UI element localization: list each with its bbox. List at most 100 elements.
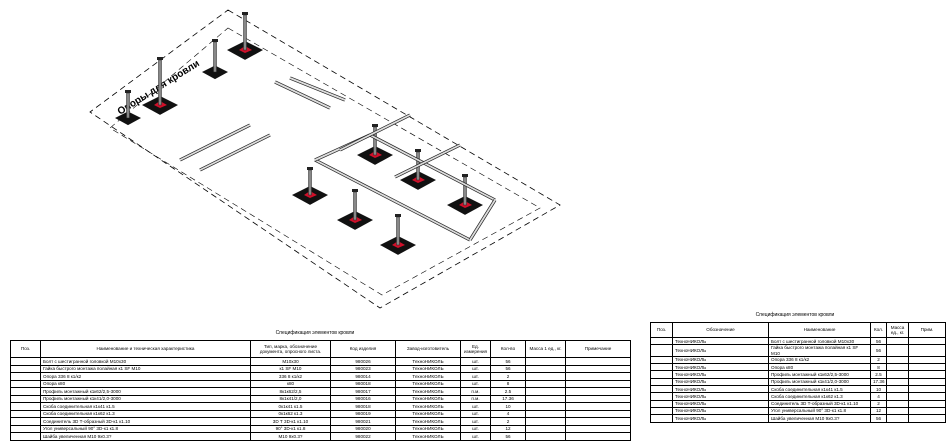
table-cell: шт. bbox=[460, 402, 491, 411]
table-cell bbox=[908, 385, 946, 394]
table-cell: ТехноНИКОЛЬ bbox=[395, 372, 461, 381]
table-cell bbox=[908, 363, 946, 372]
column-header: Примечание bbox=[565, 340, 631, 358]
table-cell bbox=[650, 344, 673, 357]
table-cell: 980018 bbox=[330, 379, 396, 388]
table-cell bbox=[650, 363, 673, 372]
support-post bbox=[243, 14, 247, 51]
table-cell: 56 bbox=[870, 336, 887, 346]
table-cell bbox=[908, 399, 946, 408]
support-base bbox=[115, 111, 141, 126]
table-cell: ТехноНИКОЛЬ bbox=[395, 357, 461, 366]
table-cell bbox=[10, 364, 41, 373]
table-cell: 56 bbox=[490, 357, 526, 366]
table-cell bbox=[650, 392, 673, 401]
column-header: Масса ед., кг. bbox=[886, 322, 909, 338]
beam-face bbox=[339, 114, 411, 151]
table-cell: Болт с шестигранной головкой М10х30 bbox=[40, 357, 251, 366]
table-cell: шт. bbox=[460, 432, 491, 441]
table-cell: ТехноНИКОЛЬ bbox=[672, 344, 769, 357]
table-cell: 980021 bbox=[330, 417, 396, 426]
drawing-inner-frame bbox=[109, 27, 541, 296]
table-cell bbox=[10, 424, 41, 433]
table-cell bbox=[525, 387, 566, 396]
table-cell bbox=[886, 414, 909, 423]
table-cell: 2.5 bbox=[870, 370, 887, 379]
column-header: Кол. bbox=[870, 322, 887, 338]
table-row: Гайка быстрого монтажа полайная к1 SF М1… bbox=[10, 364, 631, 373]
table-cell: ТехноНИКОЛЬ bbox=[672, 363, 769, 372]
table-cell: Угол универсальный 90° 3D-к1 к1.8 bbox=[768, 406, 871, 416]
column-header: Завод-изготовитель bbox=[395, 340, 461, 358]
table-cell: Скоба соединительная к1к62 к1.3 bbox=[40, 409, 251, 418]
beam-face bbox=[469, 199, 496, 241]
table-cell: 980019 bbox=[330, 409, 396, 418]
table-cell bbox=[10, 417, 41, 426]
left-table-title: Спецификация элементов кровли bbox=[275, 330, 355, 336]
table-cell bbox=[650, 370, 673, 379]
table-cell: 0к1к62 к1.3 bbox=[250, 409, 331, 418]
table-cell bbox=[565, 379, 631, 388]
table-cell: 336 8 к1/к2 bbox=[250, 372, 331, 381]
table-cell: 2 bbox=[870, 399, 887, 408]
table-cell: ТехноНИКОЛЬ bbox=[672, 355, 769, 365]
table-cell: 10 bbox=[870, 385, 887, 394]
table-cell: Соединитель 3D Т-образный 3D-к1 к1.10 bbox=[40, 417, 251, 426]
table-cell bbox=[565, 372, 631, 381]
table-cell: 12 bbox=[870, 406, 887, 416]
table-cell bbox=[908, 392, 946, 401]
table-cell: 980020 bbox=[330, 424, 396, 433]
table-cell: ТехноНИКОЛЬ bbox=[395, 409, 461, 418]
table-cell: 2.5 bbox=[490, 387, 526, 396]
table-cell: 56 bbox=[870, 414, 887, 423]
beam-face bbox=[179, 124, 251, 161]
table-cell bbox=[10, 394, 41, 403]
table-cell bbox=[525, 409, 566, 418]
table-cell: Соединитель 3D Т-образный 3D-к1 к1.10 bbox=[768, 399, 871, 408]
isometric-drawing: Опоры для кровли bbox=[89, 9, 561, 309]
table-cell: шт. bbox=[460, 417, 491, 426]
table-cell: 90° 3D-к1 к1.8 bbox=[250, 424, 331, 433]
support-post bbox=[396, 216, 400, 246]
column-header: Наименование bbox=[768, 322, 871, 338]
drawing-frame bbox=[89, 9, 561, 309]
table-cell bbox=[886, 392, 909, 401]
table-cell bbox=[565, 424, 631, 433]
beam-face bbox=[314, 159, 471, 241]
table-cell: ТехноНИКОЛЬ bbox=[672, 377, 769, 387]
table-cell bbox=[525, 394, 566, 403]
table-cell: 2 bbox=[490, 372, 526, 381]
beam-face bbox=[274, 81, 331, 109]
column-header: Код изделия bbox=[330, 340, 396, 358]
table-cell: ТехноНИКОЛЬ bbox=[672, 336, 769, 346]
table-cell: ТехноНИКОЛЬ bbox=[395, 432, 461, 441]
table-cell: 2 bbox=[870, 355, 887, 365]
table-cell bbox=[886, 336, 909, 346]
beam-face bbox=[394, 144, 461, 178]
table-cell: ТехноНИКОЛЬ bbox=[395, 417, 461, 426]
table-cell: 4 bbox=[870, 392, 887, 401]
table-cell: п.м. bbox=[460, 387, 491, 396]
table-cell bbox=[908, 344, 946, 357]
table-cell bbox=[565, 417, 631, 426]
table-cell bbox=[10, 372, 41, 381]
table-cell bbox=[908, 414, 946, 423]
table-cell bbox=[10, 379, 41, 388]
table-cell: 12 bbox=[490, 424, 526, 433]
support-head bbox=[462, 174, 468, 177]
table-cell: 8к1к62/2,5 bbox=[250, 387, 331, 396]
column-header: Наименование и техническая характеристик… bbox=[40, 340, 251, 358]
table-cell: 8 bbox=[870, 363, 887, 372]
table-cell: Шайба увеличенная М10 9х0.3? bbox=[40, 432, 251, 441]
